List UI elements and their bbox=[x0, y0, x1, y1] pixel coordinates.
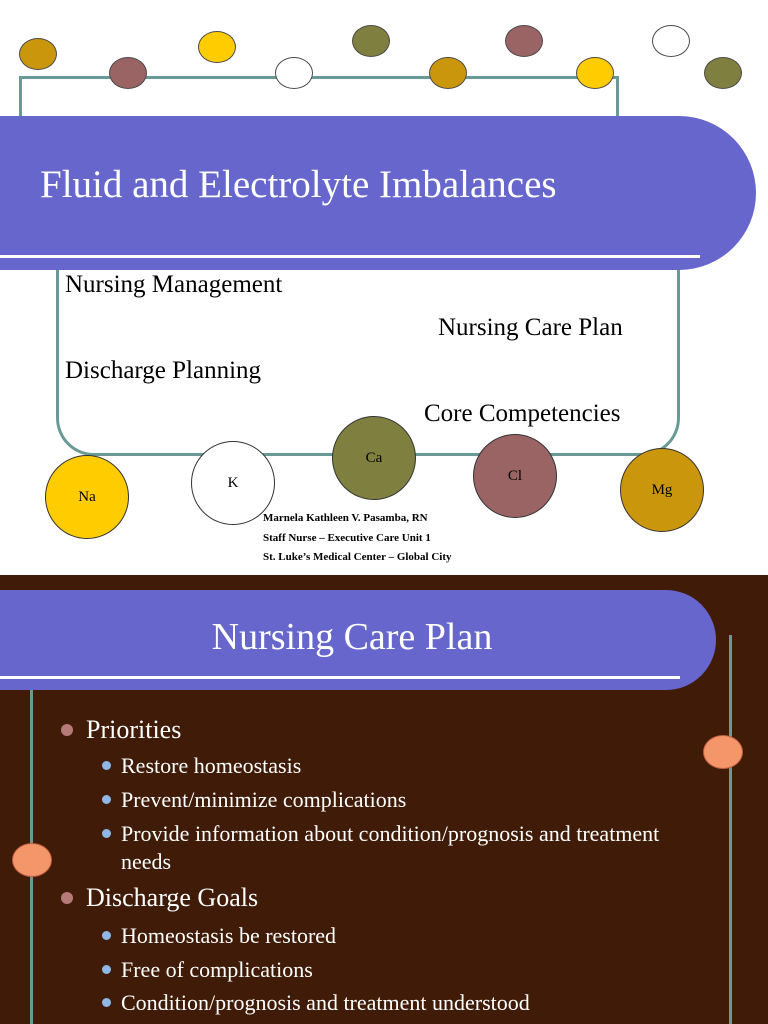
electrolyte-na-circle: Na bbox=[45, 455, 129, 539]
banner-underline bbox=[0, 255, 700, 258]
list-item-text: Prevent/minimize complications bbox=[121, 787, 407, 812]
decor-dot bbox=[703, 735, 743, 769]
decor-dot bbox=[19, 38, 57, 70]
bullet-marker-icon bbox=[61, 724, 73, 736]
bullet-marker-icon bbox=[102, 795, 111, 804]
list-item: Prevent/minimize complications bbox=[102, 786, 407, 814]
slide-frame-top bbox=[19, 76, 619, 136]
menu-link-core-competencies[interactable]: Core Competencies bbox=[424, 400, 621, 427]
care-plan-slide: Nursing Care Plan Priorities Restore hom… bbox=[0, 575, 768, 1024]
section-heading-text: Priorities bbox=[86, 715, 182, 744]
decor-dot bbox=[275, 57, 313, 89]
bullet-marker-icon bbox=[102, 761, 111, 770]
decor-dot bbox=[198, 31, 236, 63]
bullet-marker-icon bbox=[102, 931, 111, 940]
list-item-text: Free of complications bbox=[121, 957, 313, 982]
electrolyte-k-circle: K bbox=[191, 441, 275, 525]
section-heading-text: Discharge Goals bbox=[86, 883, 259, 912]
menu-link-nursing-management[interactable]: Nursing Management bbox=[65, 271, 283, 298]
bullet-marker-icon bbox=[61, 892, 73, 904]
slide-title: Nursing Care Plan bbox=[211, 616, 493, 658]
author-block: Marnela Kathleen V. Pasamba, RN Staff Nu… bbox=[263, 509, 452, 568]
bullet-marker-icon bbox=[102, 829, 111, 838]
bullet-marker-icon bbox=[102, 998, 111, 1007]
banner-underline bbox=[0, 676, 680, 679]
list-item: Condition/prognosis and treatment unders… bbox=[102, 989, 530, 1017]
slide-frame-right bbox=[729, 635, 732, 1024]
electrolyte-cl-circle: Cl bbox=[473, 434, 557, 518]
slide-title: Fluid and Electrolyte Imbalances bbox=[40, 163, 557, 206]
section-heading: Discharge Goals bbox=[61, 883, 259, 913]
decor-dot bbox=[576, 57, 614, 89]
list-item: Provide information about condition/prog… bbox=[102, 820, 681, 876]
menu-link-nursing-care-plan[interactable]: Nursing Care Plan bbox=[438, 314, 623, 341]
decor-dot bbox=[704, 57, 742, 89]
electrolyte-ca-circle: Ca bbox=[332, 416, 416, 500]
list-item: Homeostasis be restored bbox=[102, 922, 337, 950]
decor-dot bbox=[652, 25, 690, 57]
section-heading: Priorities bbox=[61, 715, 182, 745]
decor-dot bbox=[352, 25, 390, 57]
author-institution: St. Luke’s Medical Center – Global City bbox=[263, 551, 452, 563]
title-slide: Fluid and Electrolyte Imbalances Nursing… bbox=[0, 25, 756, 568]
list-item-text: Provide information about condition/prog… bbox=[121, 821, 660, 874]
list-item: Restore homeostasis bbox=[102, 752, 302, 780]
decor-dot bbox=[429, 57, 467, 89]
list-item-text: Restore homeostasis bbox=[121, 753, 302, 778]
list-item: Free of complications bbox=[102, 956, 313, 984]
list-item-text: Homeostasis be restored bbox=[121, 923, 337, 948]
decor-dot bbox=[12, 843, 52, 877]
author-name: Marnela Kathleen V. Pasamba, RN bbox=[263, 512, 428, 524]
bullet-marker-icon bbox=[102, 965, 111, 974]
menu-link-discharge-planning[interactable]: Discharge Planning bbox=[65, 357, 262, 384]
author-position: Staff Nurse – Executive Care Unit 1 bbox=[263, 531, 431, 544]
decor-dot bbox=[505, 25, 543, 57]
title-banner bbox=[0, 116, 756, 270]
decor-dot bbox=[109, 57, 147, 89]
list-item-text: Condition/prognosis and treatment unders… bbox=[121, 990, 530, 1015]
title-banner bbox=[0, 590, 716, 690]
electrolyte-mg-circle: Mg bbox=[620, 448, 704, 532]
